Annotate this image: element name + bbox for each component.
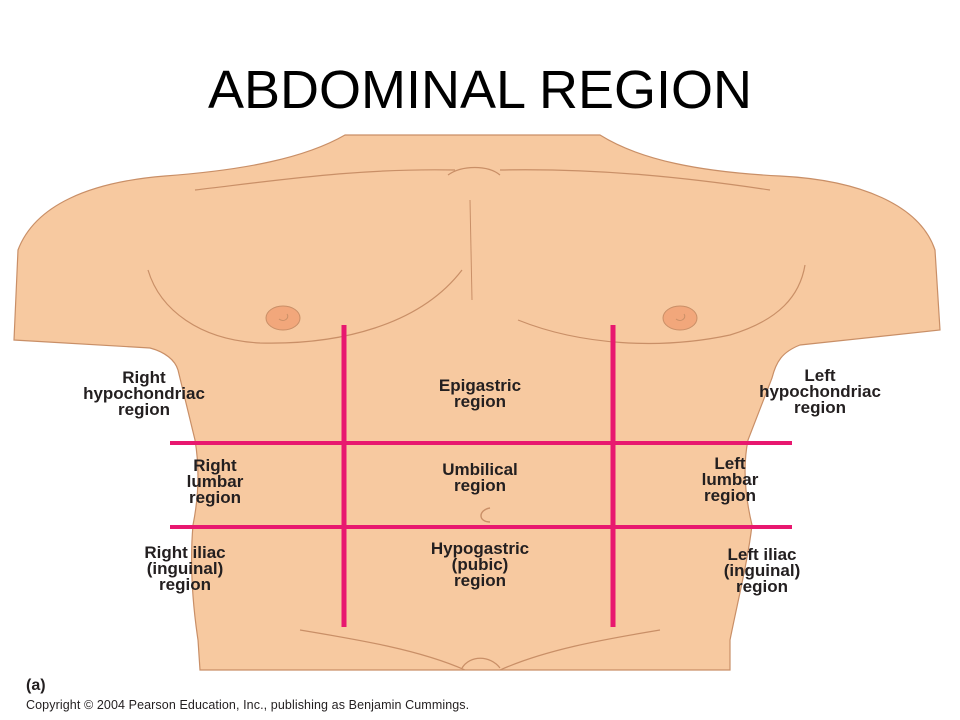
label-right-iliac: Right iliac (inguinal) region [144,543,226,594]
clavicle-line-right [499,169,771,191]
panel-letter: (a) [26,677,46,694]
groin-line-right [499,629,661,671]
copyright-notice: Copyright © 2004 Pearson Education, Inc.… [26,698,470,712]
neck-notch [447,166,501,176]
nipple-left-side [662,305,698,331]
sternum-line [469,199,473,301]
pectoral-line-left [147,269,463,344]
pectoral-line-right [517,264,806,344]
clavicle-line-left [194,169,456,191]
slide-title: ABDOMINAL REGION [207,60,753,120]
label-right-lumbar: Right lumbar region [186,456,244,507]
label-left-iliac: Left iliac (inguinal) region [723,545,801,596]
label-hypogastric: Hypogastric (pubic) region [430,539,530,590]
label-left-lumbar: Left lumbar region [701,454,759,505]
label-right-hypochondriac: Right hypochondriac region [83,368,205,419]
torso-shape [13,134,941,671]
label-umbilical: Umbilical region [442,460,518,495]
pubic-notch [461,657,501,669]
label-epigastric: Epigastric region [438,376,522,411]
label-left-hypochondriac: Left hypochondriac region [759,366,881,417]
nipple-right-side [265,305,301,331]
navel [480,507,491,523]
groin-line-left [299,629,466,671]
